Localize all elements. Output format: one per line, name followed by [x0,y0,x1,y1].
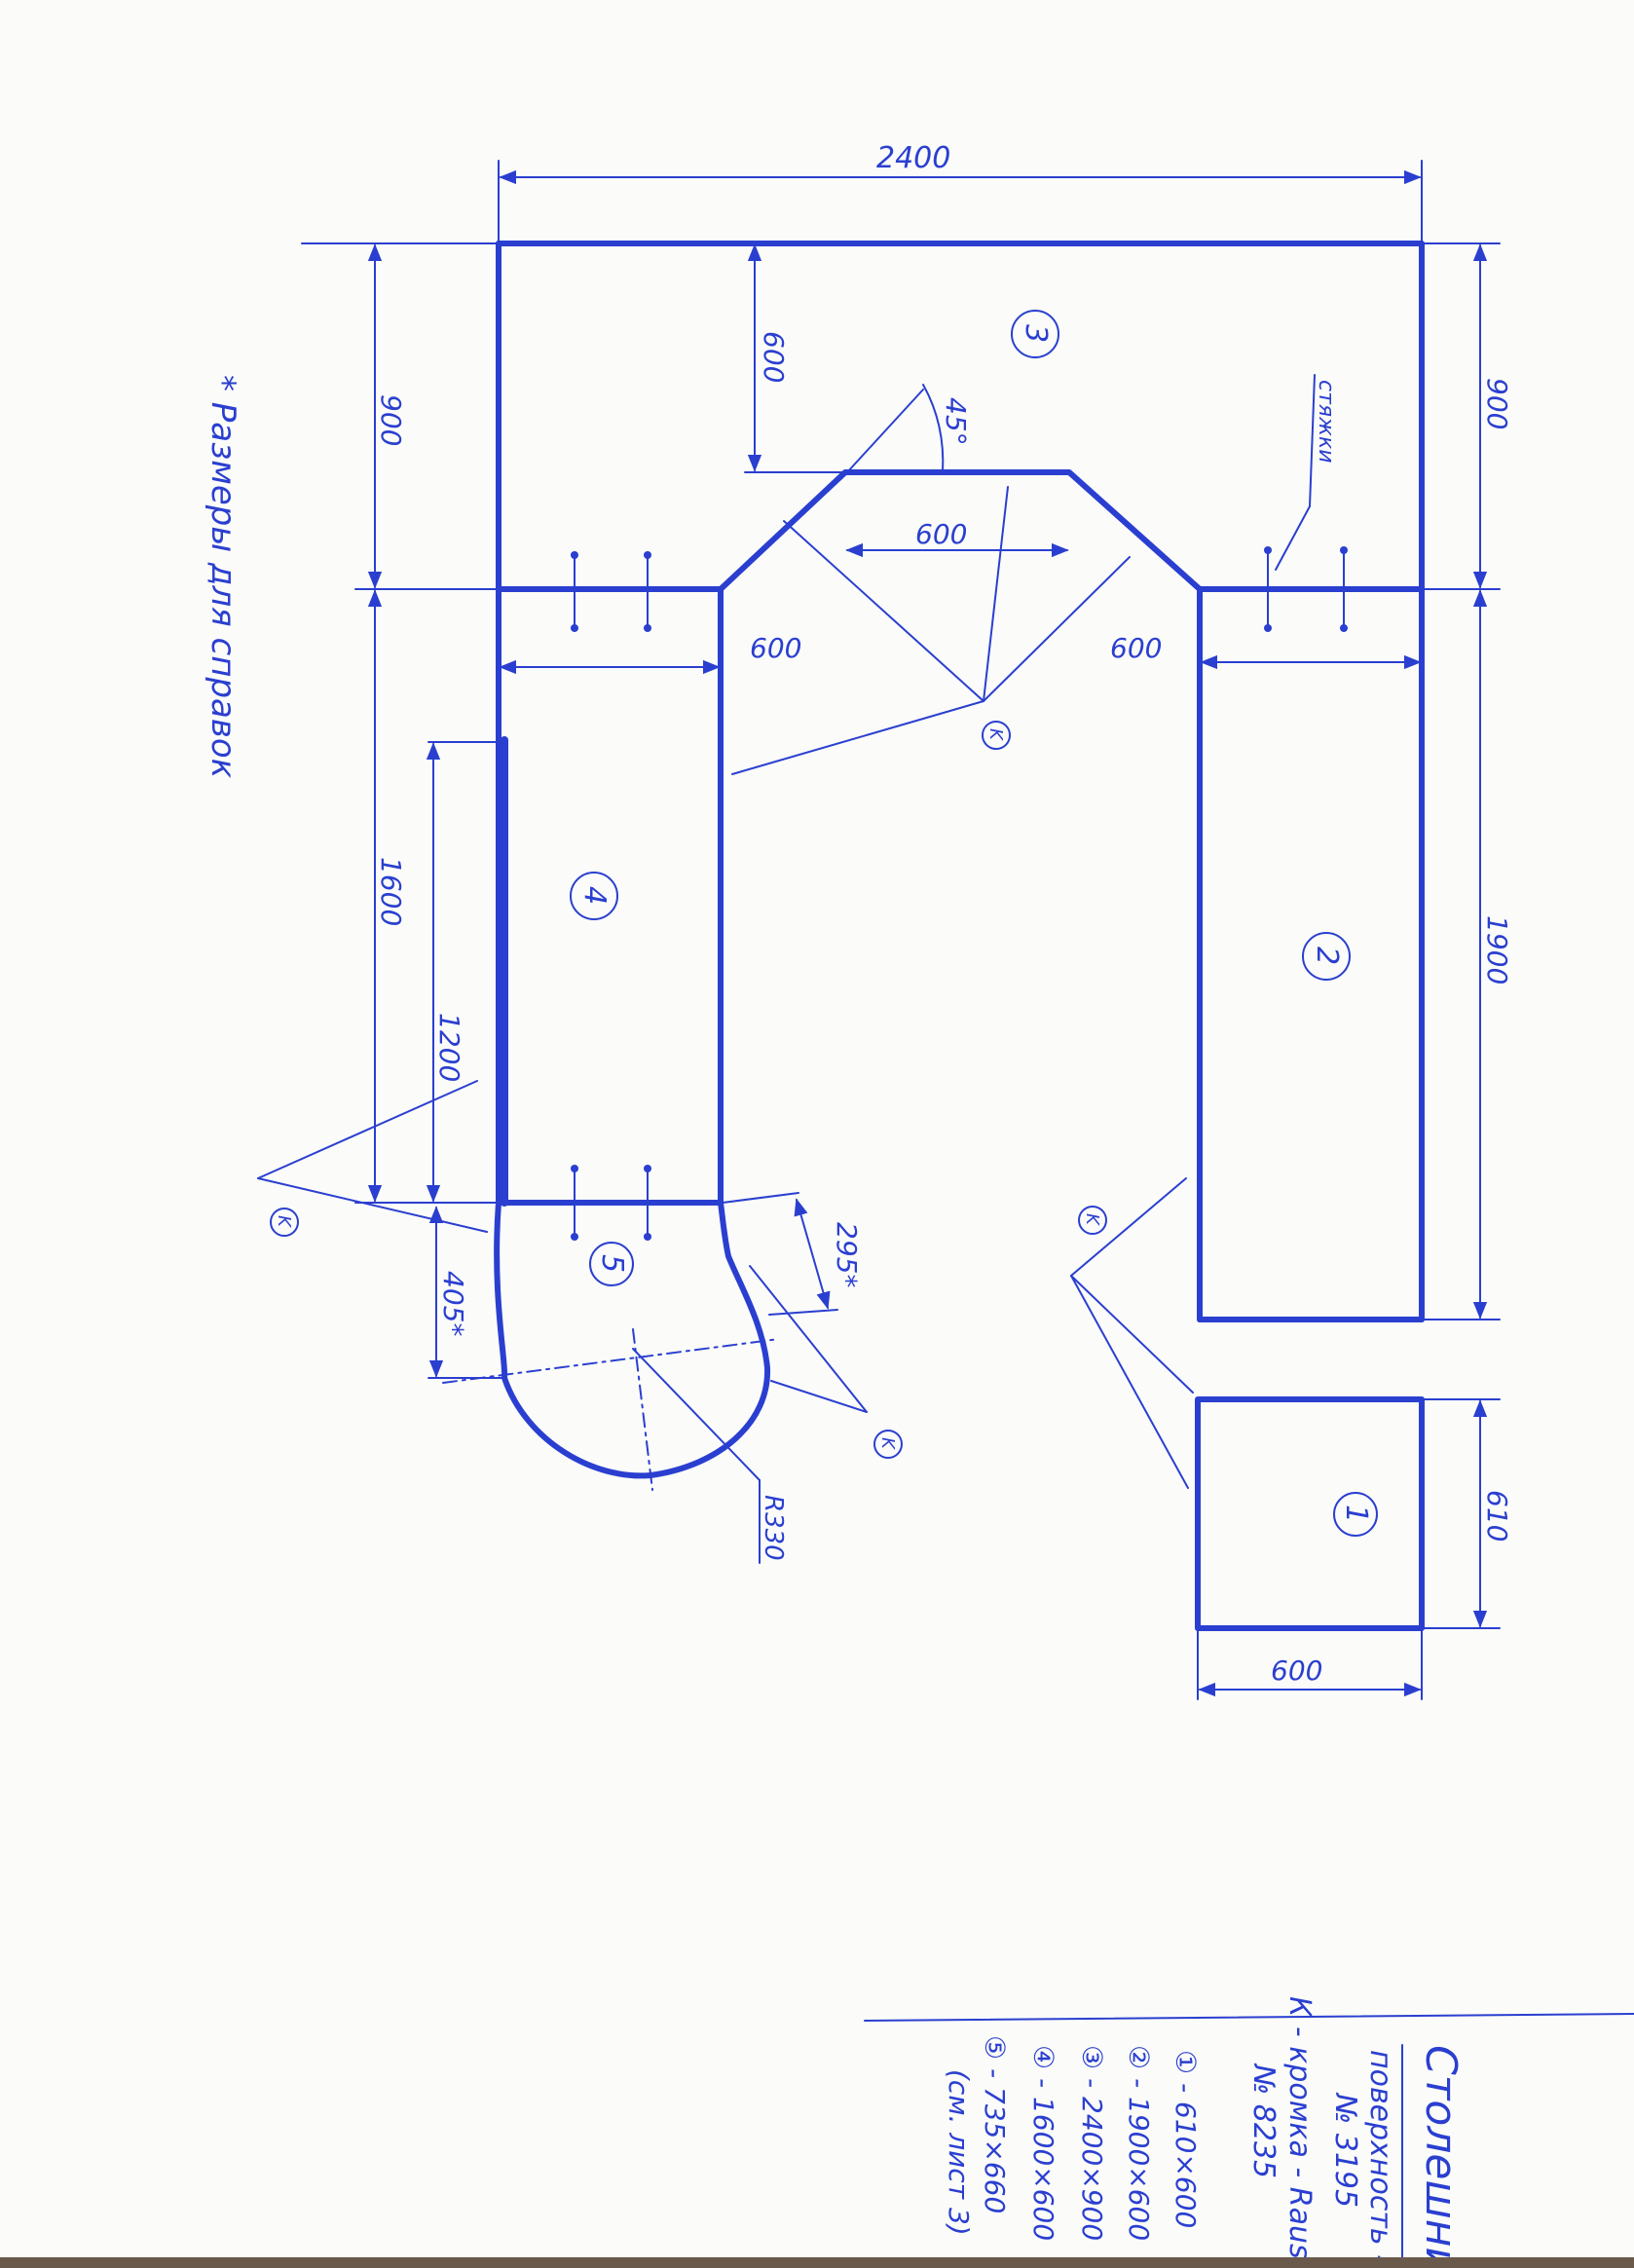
dim-1900: 1900 [1481,915,1513,985]
dim-600-inner: 600 [915,518,967,550]
dim-900-right: 900 [1481,378,1513,429]
part-number-4: 4 [570,872,618,920]
svg-text:2: 2 [1310,947,1344,965]
part-1-outline [1195,1396,1425,1631]
dim-1200: 1200 [433,1013,465,1082]
svg-text:K: K [274,1215,294,1228]
part-number-5: 5 [589,1242,634,1286]
svg-text:4: 4 [577,886,612,905]
part-number-2: 2 [1302,932,1351,981]
part-2-outline [1197,586,1425,1322]
part-number-3: 3 [1011,310,1059,358]
dim-610: 610 [1481,1490,1513,1542]
legend-note: (см. лист 3) [943,2069,975,2236]
svg-text:K: K [985,728,1006,741]
dim-600-small: 600 [1271,1655,1322,1687]
part-3-outline [496,241,1203,592]
legend-item-5: ⑤ - 735×660 [979,2035,1011,2213]
dim-2400: 2400 [876,141,950,175]
svg-text:K: K [877,1437,898,1450]
dim-600-left: 600 [750,632,801,664]
dim-600-right: 600 [1110,632,1162,664]
edge-marker-left: K [257,1080,488,1237]
legend-edge: К - кромка - Rausolid [1282,1996,1317,2268]
dim-405: 405* [437,1271,469,1336]
svg-text:1: 1 [1339,1505,1373,1523]
part-4-outline [496,586,724,1206]
legend-surface: поверхность - HPL [1363,2050,1397,2268]
part-number-1: 1 [1333,1492,1378,1537]
svg-text:3: 3 [1019,324,1053,343]
legend-item-3: ③ - 2400×900 [1076,2045,1108,2241]
legend-edge-no: № 8235 [1246,2063,1281,2178]
legend-item-1: ① - 610×600 [1170,2050,1202,2228]
legend: Столешница поверхность - HPL № 3195 К - … [864,1996,1634,2268]
dim-angle: 45° [940,397,972,446]
svg-text:5: 5 [595,1254,629,1273]
dim-600-inner-top: 600 [758,331,790,383]
dim-900-left: 900 [375,394,407,446]
dim-295: 295* [831,1222,863,1287]
dim-radius: R330 [759,1495,788,1561]
edge-marker-center: K [731,486,1131,775]
ties-label: стяжки [1314,380,1338,464]
edge-marker-right: K [1070,1177,1194,1489]
legend-title: Столешница [1416,2045,1466,2268]
legend-surface-no: № 3195 [1328,2092,1362,2208]
edge-marker-bottom: K [749,1265,903,1459]
legend-item-2: ② - 1900×600 [1123,2045,1155,2241]
svg-text:K: K [1082,1213,1102,1226]
part-5-outline [494,1200,771,1479]
tie-markers [571,546,1348,1241]
paper-bottom-edge [0,2257,1634,2268]
legend-item-4: ④ - 1600×600 [1027,2045,1059,2241]
dim-1600: 1600 [375,857,407,926]
reference-note: * Размеры для справок [204,375,242,779]
